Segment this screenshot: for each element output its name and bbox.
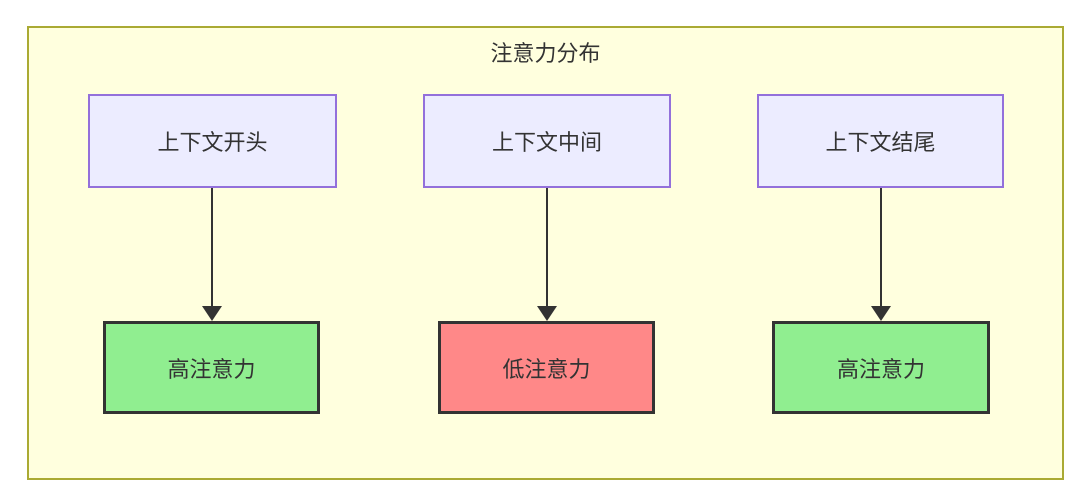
arrow-line xyxy=(880,188,882,306)
node-context-start: 上下文开头 xyxy=(88,94,337,188)
node-context-start-label: 上下文开头 xyxy=(157,130,268,155)
node-context-end-label: 上下文结尾 xyxy=(825,130,936,155)
arrow-start-to-high xyxy=(202,188,222,321)
node-high-attention-left: 高注意力 xyxy=(103,321,320,414)
arrow-down-icon xyxy=(871,306,891,321)
node-context-end: 上下文结尾 xyxy=(757,94,1004,188)
node-low-attention: 低注意力 xyxy=(438,321,655,414)
node-context-middle-label: 上下文中间 xyxy=(491,130,602,155)
arrow-down-icon xyxy=(202,306,222,321)
node-high-attention-right-label: 高注意力 xyxy=(836,356,925,382)
diagram-title: 注意力分布 xyxy=(490,41,601,66)
arrow-end-to-high xyxy=(871,188,891,321)
node-context-middle: 上下文中间 xyxy=(423,94,671,188)
arrow-down-icon xyxy=(537,306,557,321)
node-high-attention-left-label: 高注意力 xyxy=(167,356,256,382)
arrow-middle-to-low xyxy=(537,188,557,321)
node-high-attention-right: 高注意力 xyxy=(772,321,990,414)
node-low-attention-label: 低注意力 xyxy=(502,356,591,382)
arrow-line xyxy=(211,188,213,306)
arrow-line xyxy=(546,188,548,306)
